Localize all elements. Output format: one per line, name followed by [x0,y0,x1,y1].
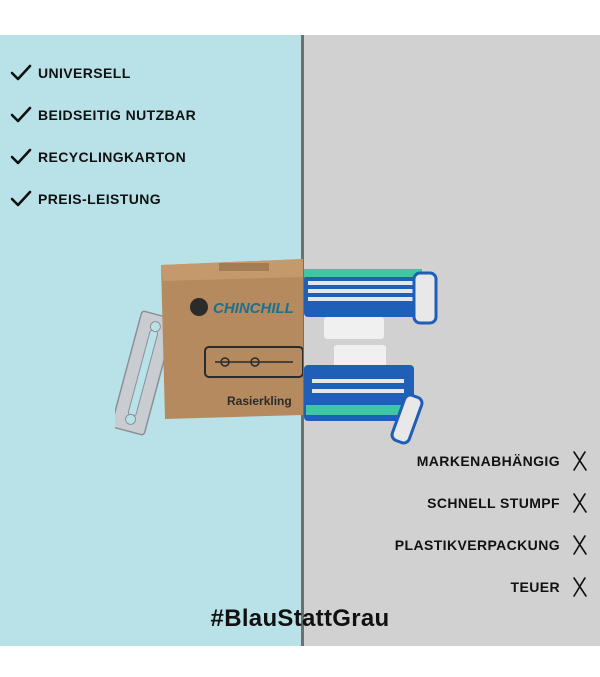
checkmark-icon [10,64,32,81]
pro-label: RECYCLINGKARTON [38,149,187,165]
con-label: MARKENABHÄNGIG [416,453,560,469]
razor-blade-icon [115,310,176,436]
right-panel [304,35,600,646]
cross-icon [573,493,587,513]
con-item: MARKENABHÄNGIG [395,440,590,482]
con-label: SCHNELL STUMPF [427,495,560,511]
pro-item: UNIVERSELL [10,52,196,94]
pro-item: PREIS-LEISTUNG [10,178,196,220]
plastic-cartridge-image [304,269,438,445]
cardboard-box: CHINCHILL Rasierkling [161,259,303,419]
cross-icon [573,577,587,597]
con-item: TEUER [395,566,590,608]
pros-list: UNIVERSELL BEIDSEITIG NUTZBAR RECYCLINGK… [10,52,196,220]
safety-razor-box-image: CHINCHILL Rasierkling [115,259,303,436]
con-label: TEUER [510,579,560,595]
pro-item: RECYCLINGKARTON [10,136,196,178]
checkmark-icon [10,148,32,165]
cons-list: MARKENABHÄNGIG SCHNELL STUMPF PLASTIKVER… [395,440,590,608]
box-product-text: Rasierkling [227,394,292,408]
box-brand-text: CHINCHILL [213,300,294,317]
pro-label: UNIVERSELL [38,65,131,81]
cartridge-bottom [304,345,424,445]
pro-label: PREIS-LEISTUNG [38,191,162,207]
cross-icon [573,451,587,471]
pro-item: BEIDSEITIG NUTZBAR [10,94,196,136]
hashtag-title: #BlauStattGrau [210,605,390,632]
checkmark-icon [10,106,32,123]
con-item: PLASTIKVERPACKUNG [395,524,590,566]
checkmark-icon [10,190,32,207]
con-item: SCHNELL STUMPF [395,482,590,524]
con-label: PLASTIKVERPACKUNG [394,537,560,553]
cartridge-top [304,269,438,339]
cross-icon [573,535,587,555]
pro-label: BEIDSEITIG NUTZBAR [38,107,197,123]
